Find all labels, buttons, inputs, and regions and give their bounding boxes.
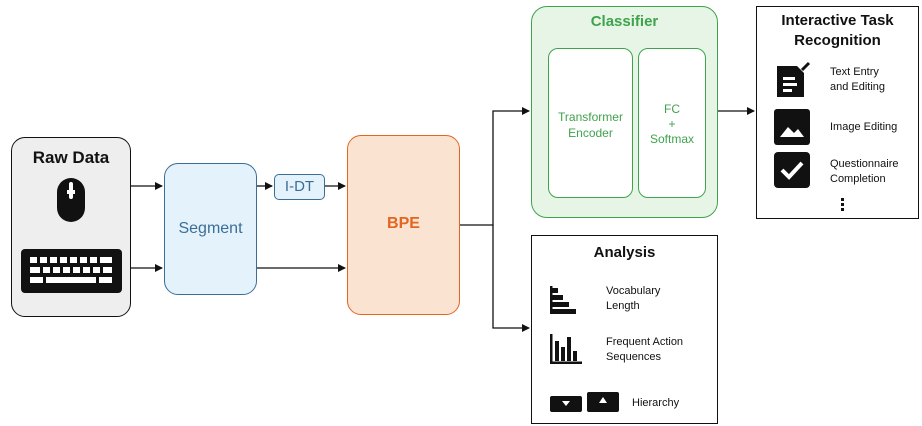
hierarchy-icon [550,392,619,412]
classifier-title: Classifier [590,13,659,30]
recognition-item-3-line2: Completion [830,173,886,185]
recognition-item-3-line1: Questionnaire [830,158,899,170]
transformer-encoder-line2: Encoder [568,126,613,140]
segment-box [164,163,257,295]
plus-label: + [668,117,676,131]
recognition-title-line2: Recognition [794,32,881,49]
document-edit-icon [777,61,811,97]
bpe-label: BPE [387,215,420,232]
transformer-encoder-line1: Transformer [558,110,623,124]
raw-data-title: Raw Data [32,148,110,167]
keyboard-icon [21,249,122,293]
bpe-output-branch [460,107,530,226]
horizontal-bars-icon [550,286,576,314]
checkbox-icon [774,152,810,188]
softmax-label: Softmax [649,132,694,146]
analysis-item-2-line1: Frequent Action [606,336,684,348]
recognition-item-1-line2: and Editing [830,81,886,93]
idt-label: I-DT [284,178,315,195]
idt-box [274,174,325,200]
mouse-icon [57,178,85,222]
transformer-encoder-box [548,48,633,198]
analysis-title: Analysis [593,244,656,261]
analysis-item-1-line2: Length [606,300,640,312]
analysis-item-3-line1: Hierarchy [632,397,680,409]
fc-softmax-box [638,48,706,198]
segment-label: Segment [178,220,243,237]
analysis-item-1-line1: Vocabulary [606,285,661,297]
recognition-item-2-line1: Image Editing [830,121,898,133]
analysis-panel [531,235,718,424]
analysis-item-2-line2: Sequences [606,351,662,363]
arrow-bpe-to-analysis [492,225,530,332]
recognition-title-line1: Interactive Task [781,12,894,29]
image-icon [774,109,810,145]
bpe-box [347,135,460,315]
ellipsis-icon [841,198,844,211]
recognition-item-1-line1: Text Entry [830,66,879,78]
bar-chart-icon [550,334,582,364]
fc-label: FC [664,102,680,116]
